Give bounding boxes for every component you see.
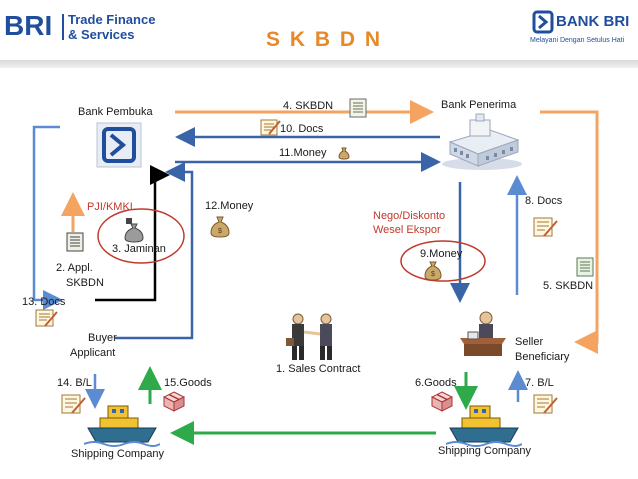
header-band: [0, 60, 638, 68]
step-4-label: 4. SKBDN: [283, 100, 334, 112]
bri-trade-finance-logo: BRI Trade Finance & Services: [4, 10, 155, 44]
brand-line-2: & Services: [68, 27, 135, 42]
money-highlight: [400, 240, 486, 282]
step-7-label: 7. B/L: [525, 377, 554, 389]
arrow-13-docs: [32, 125, 63, 310]
step-12-label: 12.Money: [205, 200, 254, 212]
arrow-3-jaminan: [95, 165, 170, 302]
money-bag-icon: [338, 147, 350, 160]
document-icon: [349, 98, 367, 118]
goods-box-icon: [431, 391, 453, 412]
brand-divider: [62, 14, 64, 40]
handshake-icon: [286, 313, 332, 360]
pji-kmki-label: PJI/KMKI: [87, 201, 133, 213]
document-pen-icon: [260, 119, 281, 136]
nego-label-line2: Wesel Ekspor: [373, 224, 441, 236]
bank-bri-logo: BANK BRI Melayani Dengan Setulus Hati: [530, 10, 630, 52]
arrow-5-skbdn: [540, 110, 599, 354]
cargo-ship-icon: [446, 405, 522, 447]
jaminan-highlight: [97, 208, 185, 264]
cargo-ship-icon: [84, 405, 160, 447]
document-pen-icon: [533, 394, 558, 414]
bank-bri-name: BANK BRI: [556, 13, 630, 30]
arrow-12-money: [115, 162, 194, 340]
seller-desk-icon: [460, 311, 506, 356]
shipping-company-right-label: Shipping Company: [438, 445, 531, 457]
step-1-label: 1. Sales Contract: [276, 363, 361, 375]
nego-label-line1: Nego/Diskonto: [373, 210, 446, 222]
goods-box-icon: [163, 391, 185, 412]
bank-penerima-label: Bank Penerima: [441, 99, 517, 111]
document-pen-icon: [35, 309, 58, 327]
bri-wordmark: BRI: [4, 10, 53, 41]
brand-line-1: Trade Finance: [68, 12, 156, 27]
bank-pembuka-logo-icon: [96, 122, 142, 168]
step-9-label: 9.Money: [420, 248, 463, 260]
document-icon: [576, 257, 594, 277]
money-bag-icon: $: [210, 216, 230, 238]
bank-building-icon: [442, 113, 522, 170]
page-title: S K B D N: [266, 28, 383, 51]
document-icon: [66, 232, 84, 252]
bri-logo-icon: [532, 10, 554, 34]
svg-text:$: $: [218, 228, 222, 235]
step-6-label: 6.Goods: [415, 377, 457, 389]
shipping-company-left-label: Shipping Company: [71, 448, 164, 460]
step-11-label: 11.Money: [279, 147, 327, 159]
step-14-label: 14. B/L: [57, 377, 92, 389]
step-2-label-line2: SKBDN: [66, 277, 104, 289]
step-2-label: 2. Appl.: [56, 262, 93, 274]
step-15-label: 15.Goods: [164, 377, 212, 389]
money-bag-icon: [124, 218, 144, 243]
step-10-label: 10. Docs: [280, 123, 324, 135]
step-13-label: 13. Docs: [22, 296, 66, 308]
document-pen-icon: [533, 217, 558, 237]
step-8-label: 8. Docs: [525, 195, 563, 207]
money-bag-icon: $: [424, 261, 442, 281]
step-3-label: 3. Jaminan: [112, 243, 166, 255]
beneficiary-label: Beneficiary: [515, 351, 570, 363]
applicant-label: Applicant: [70, 347, 116, 359]
bank-bri-tagline: Melayani Dengan Setulus Hati: [530, 37, 625, 44]
seller-label: Seller: [515, 336, 544, 348]
step-5-label: 5. SKBDN: [543, 280, 594, 292]
bank-pembuka-label: Bank Pembuka: [78, 106, 153, 118]
document-pen-icon: [61, 394, 86, 414]
svg-text:$: $: [431, 271, 435, 278]
buyer-label: Buyer: [88, 332, 117, 344]
